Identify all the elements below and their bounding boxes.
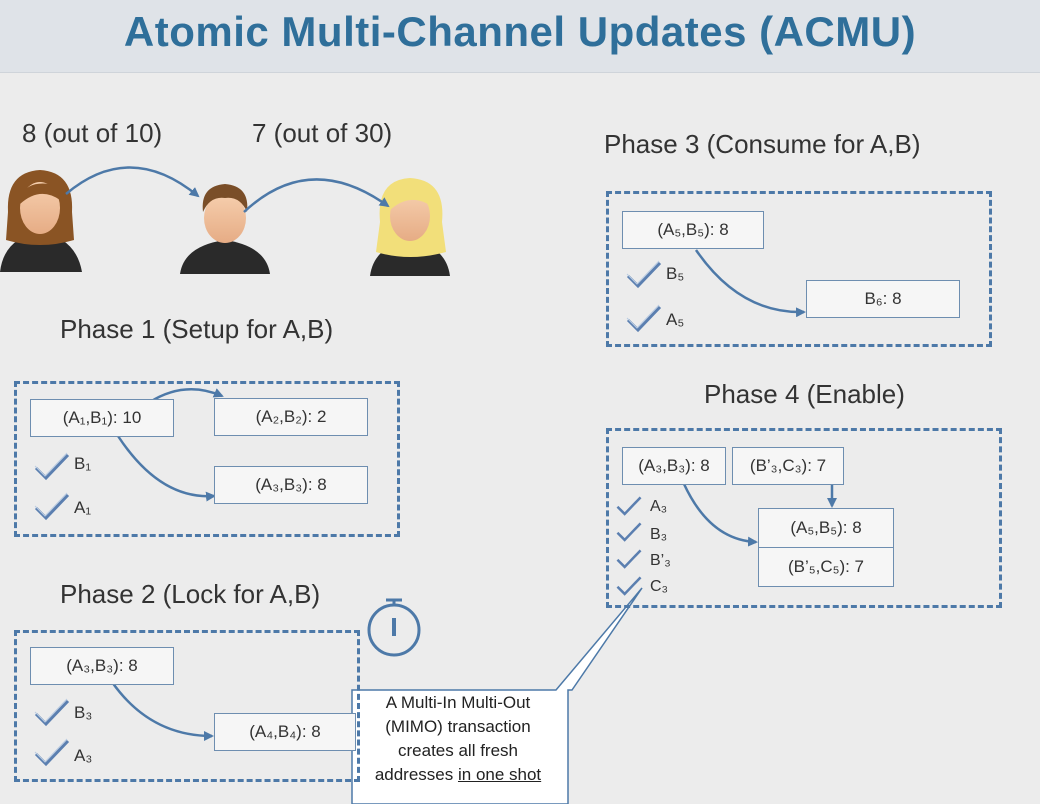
- phase4-box-a5b5: (A₅,B₅): 8: [758, 508, 894, 548]
- title-bar: [0, 0, 1040, 73]
- callout-line-2: (MIMO) transaction: [385, 717, 531, 736]
- phase4-box-a3b3: (A₃,B₃): 8: [622, 447, 726, 485]
- phase4-panel: [606, 428, 1002, 608]
- edge-label-1: 8 (out of 10): [22, 118, 163, 148]
- phase4-check-b3: B₃: [650, 526, 668, 543]
- checkmark-icon: [626, 304, 662, 333]
- person-woman-brown-hair-icon: [0, 170, 82, 272]
- phase4-box-b5c5: (B’₅,C₅): 7: [758, 547, 894, 587]
- phase2-title: Phase 2 (Lock for A,B): [60, 579, 321, 609]
- checkmark-icon: [34, 698, 70, 727]
- phase2-box-a3b3: (A₃,B₃): 8: [30, 647, 174, 685]
- person-man-icon: [180, 184, 270, 274]
- checkmark-icon: [616, 496, 642, 516]
- checkmark-icon: [616, 522, 642, 542]
- phase1-box-a1b1: (A₁,B₁): 10: [30, 399, 174, 437]
- phase3-check-a5: A₅: [666, 310, 685, 329]
- callout-line-4-prefix: addresses: [374, 765, 458, 784]
- page-title: Atomic Multi-Channel Updates (ACMU): [123, 8, 917, 55]
- stopwatch-icon: [367, 598, 421, 657]
- checkmark-icon: [34, 492, 70, 521]
- phase4-check-a3: A₃: [650, 498, 668, 515]
- checkmark-icon: [34, 738, 70, 767]
- callout-underlined-text: in one shot: [457, 765, 542, 784]
- checkmark-icon: [616, 576, 642, 596]
- checkmark-icon: [626, 260, 662, 289]
- phase2-check-a3: A₃: [74, 746, 93, 765]
- phase4-check-c3: C₃: [650, 578, 669, 595]
- phase3-box-a5b5: (A₅,B₅): 8: [622, 211, 764, 249]
- callout-line-4: addresses in one shot: [352, 763, 564, 787]
- phase4-check-b3-prime: B’₃: [650, 552, 671, 569]
- checkmark-icon: [616, 549, 642, 569]
- person-woman-blonde-icon: [370, 178, 450, 276]
- phase2-check-b3: B₃: [74, 703, 93, 722]
- callout-line-3: creates all fresh: [398, 741, 518, 760]
- callout-shape: [351, 587, 643, 804]
- phase2-panel: [14, 630, 360, 782]
- phase1-box-a2b2: (A₂,B₂): 2: [214, 398, 368, 436]
- edge-label-2: 7 (out of 30): [252, 118, 393, 148]
- phase1-panel: [14, 381, 400, 537]
- phase1-title: Phase 1 (Setup for A,B): [60, 314, 334, 344]
- phase3-title: Phase 3 (Consume for A,B): [604, 129, 921, 159]
- phase3-panel: [606, 191, 992, 347]
- phase4-box-b3c3: (B’₃,C₃): 7: [732, 447, 844, 485]
- phase1-box-a3b3: (A₃,B₃): 8: [214, 466, 368, 504]
- phase3-box-b6: B₆: 8: [806, 280, 960, 318]
- phase1-check-b1: B₁: [74, 454, 92, 473]
- phase4-title: Phase 4 (Enable): [704, 379, 905, 409]
- phase2-box-a4b4: (A₄,B₄): 8: [214, 713, 356, 751]
- callout-line-1: A Multi-In Multi-Out: [385, 693, 531, 712]
- phase3-check-b5: B₅: [666, 264, 685, 283]
- phase1-check-a1: A₁: [74, 498, 92, 517]
- mimo-callout: A Multi-In Multi-Out (MIMO) transaction …: [352, 691, 564, 787]
- checkmark-icon: [34, 452, 70, 481]
